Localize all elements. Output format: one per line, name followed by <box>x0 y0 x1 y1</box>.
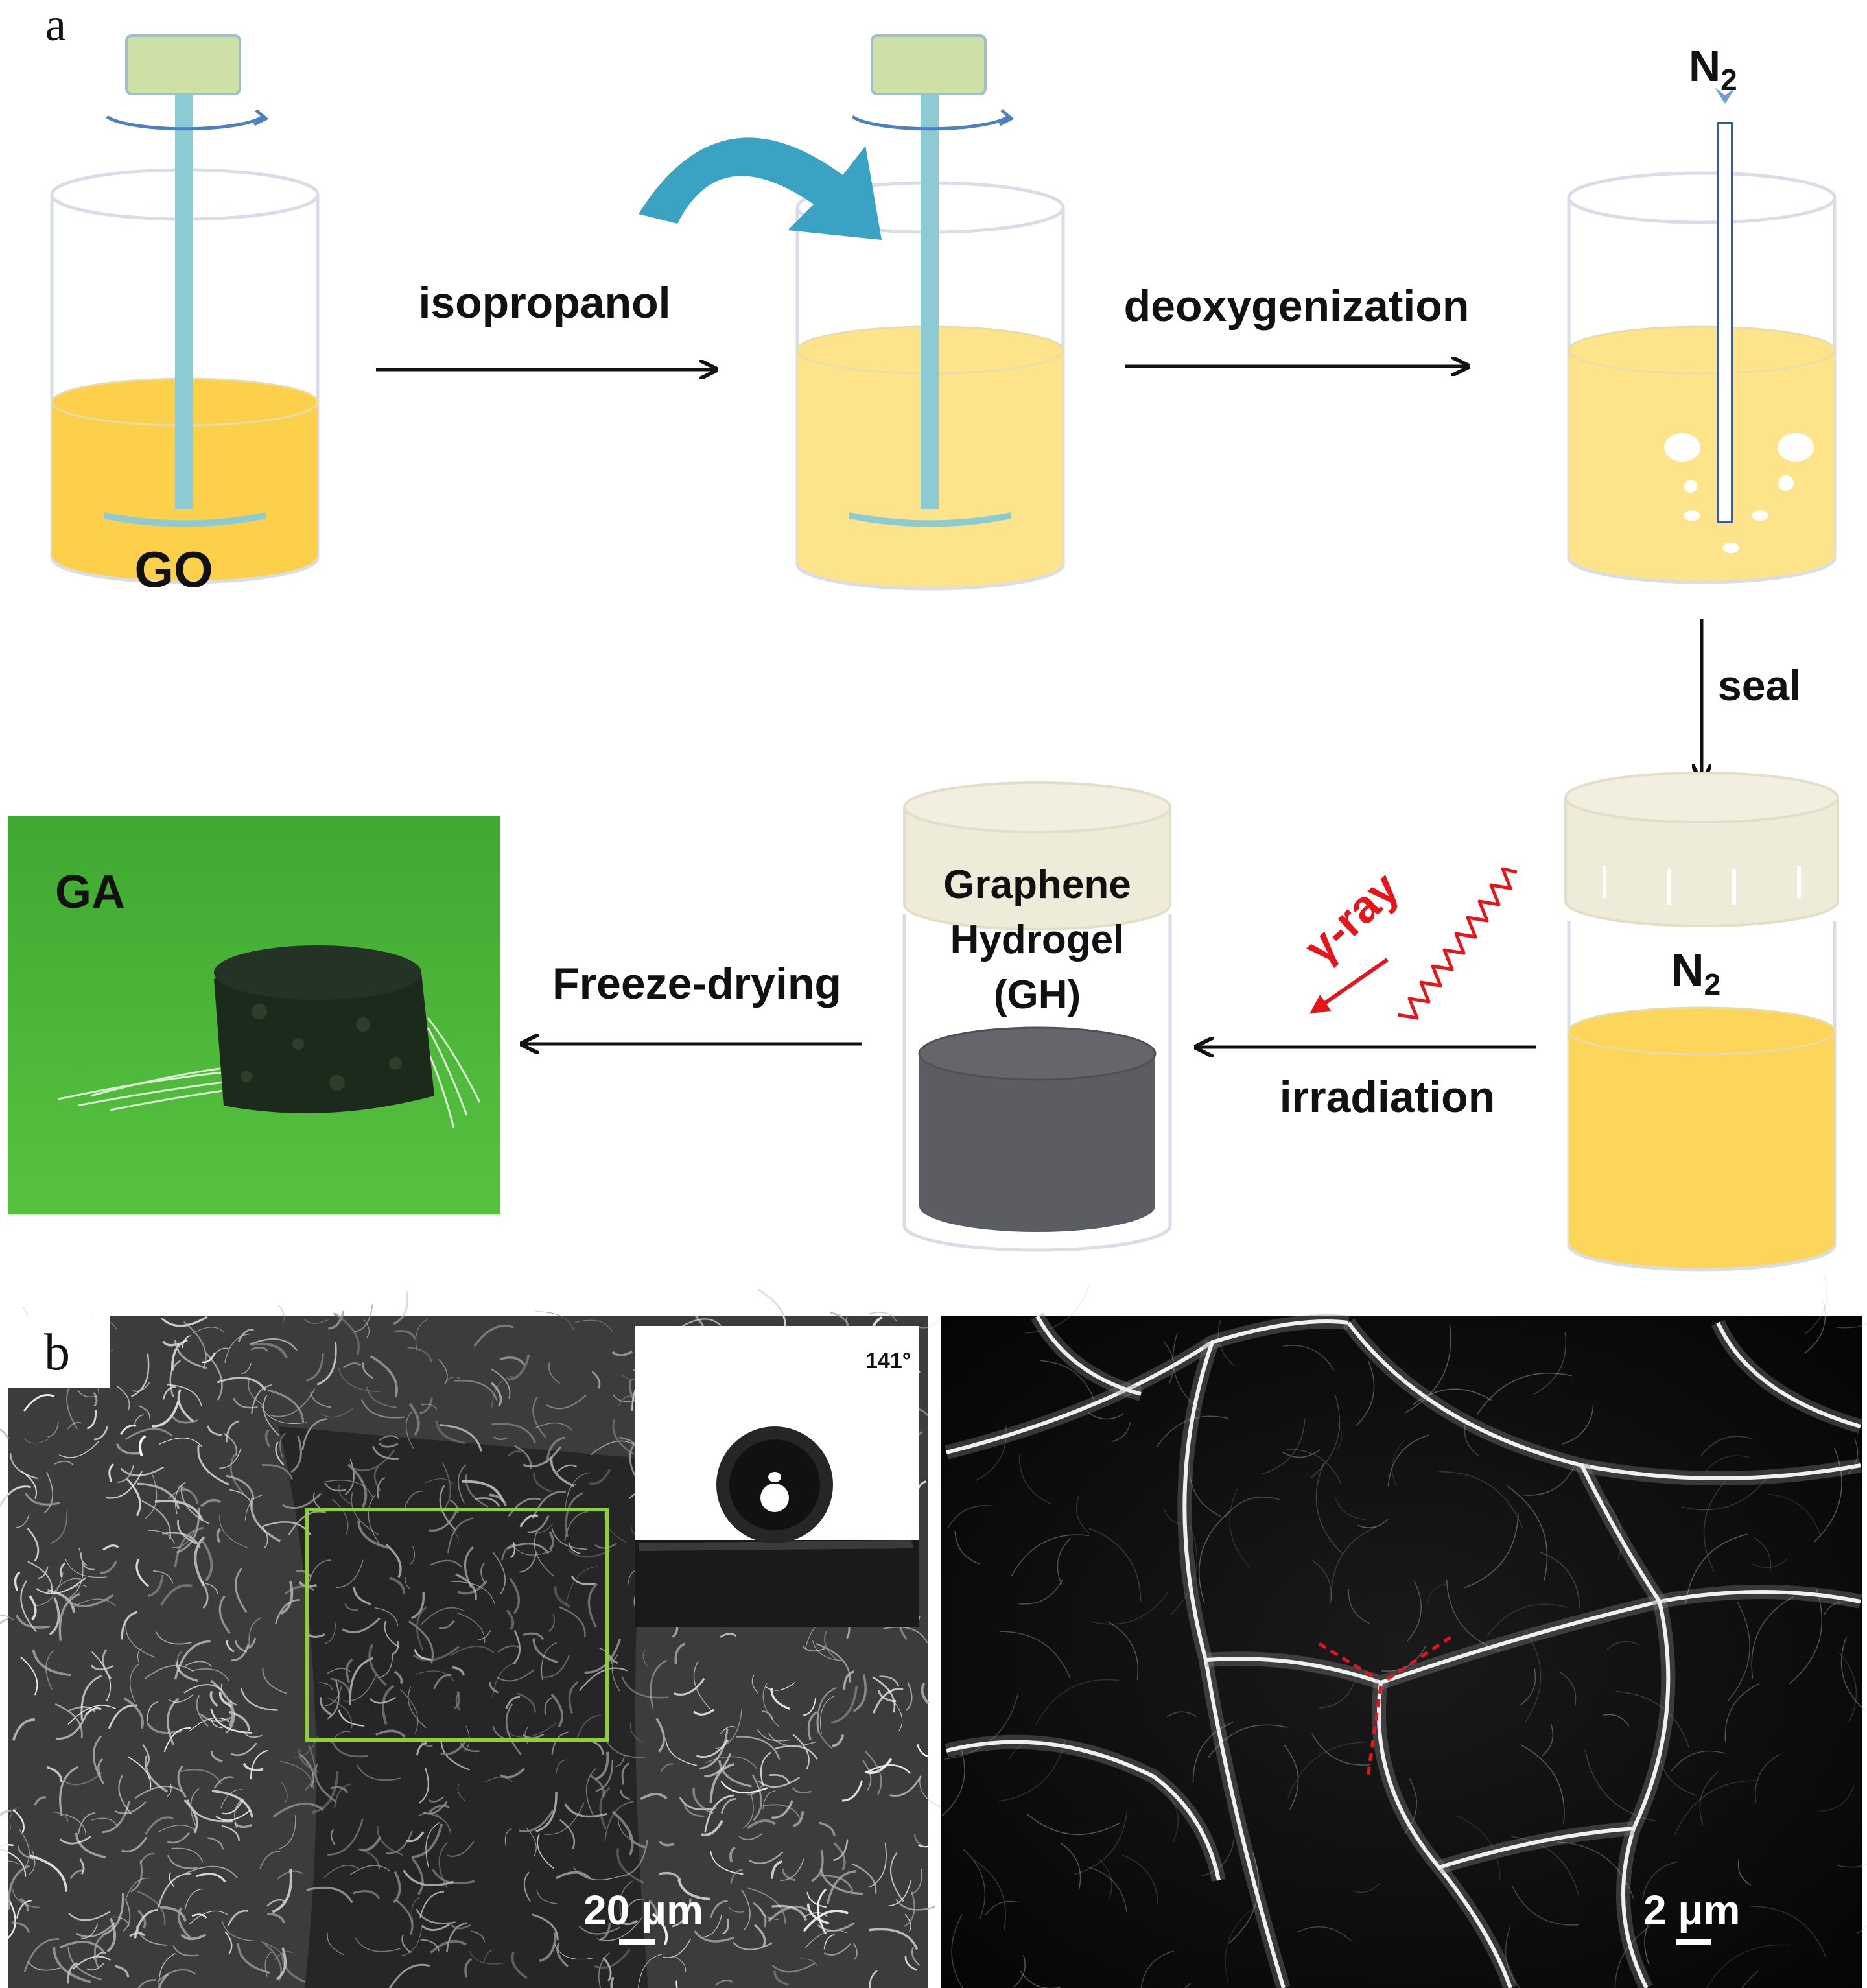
gamma-ray-label: γ-ray <box>1295 862 1409 973</box>
deoxygenization-label: deoxygenization <box>1124 281 1470 331</box>
freeze-drying-label: Freeze-drying <box>552 959 841 1008</box>
scale-label-left: 20 μm <box>583 1887 703 1934</box>
beaker-go: GO <box>50 34 320 598</box>
contact-angle-label: 141° <box>865 1349 911 1373</box>
beaker-isopropanol <box>795 34 1065 591</box>
pour-arrow <box>639 137 882 240</box>
gh-line2: Hydrogel <box>950 917 1125 962</box>
arrow-isopropanol: isopropanol <box>376 278 716 370</box>
beaker-hydrogel: Graphene Hydrogel (GH) <box>902 781 1172 1252</box>
irradiation-label: irradiation <box>1280 1072 1496 1122</box>
beaker-deoxygenization: N2 <box>1567 41 1837 584</box>
go-label: GO <box>134 541 213 598</box>
scale-label-right: 2 μm <box>1643 1887 1740 1934</box>
junction-markers <box>1318 1632 1457 1777</box>
arrow-seal: seal <box>1702 619 1801 781</box>
gh-line1: Graphene <box>943 862 1131 907</box>
scale-bar-left <box>619 1939 655 1945</box>
arrow-freeze-drying: Freeze-drying <box>522 959 862 1044</box>
sem-image-low-mag: 141° 20 μm <box>0 1288 946 1988</box>
panel-b-label: b <box>44 1324 70 1381</box>
gamma-ray: γ-ray <box>1295 862 1518 1020</box>
ga-photo: GA <box>8 816 500 1214</box>
isopropanol-label: isopropanol <box>418 278 670 327</box>
sem-image-high-mag: 2 μm <box>941 1273 1867 1988</box>
gh-line3: (GH) <box>994 973 1081 1017</box>
scale-bar-right <box>1676 1939 1711 1945</box>
arrow-irradiation: irradiation <box>1196 1047 1536 1122</box>
n2-sealed-label: N2 <box>1671 945 1720 1001</box>
seal-label: seal <box>1718 661 1801 709</box>
roi-box <box>305 1508 609 1742</box>
arrow-deoxygenization: deoxygenization <box>1124 281 1470 366</box>
n2-top-label: N2 <box>1689 41 1737 97</box>
panel-a-label: a <box>45 0 66 51</box>
ga-label: GA <box>55 866 125 918</box>
contact-angle-inset: 141° <box>635 1326 919 1627</box>
beaker-sealed: N2 <box>1564 772 1839 1272</box>
